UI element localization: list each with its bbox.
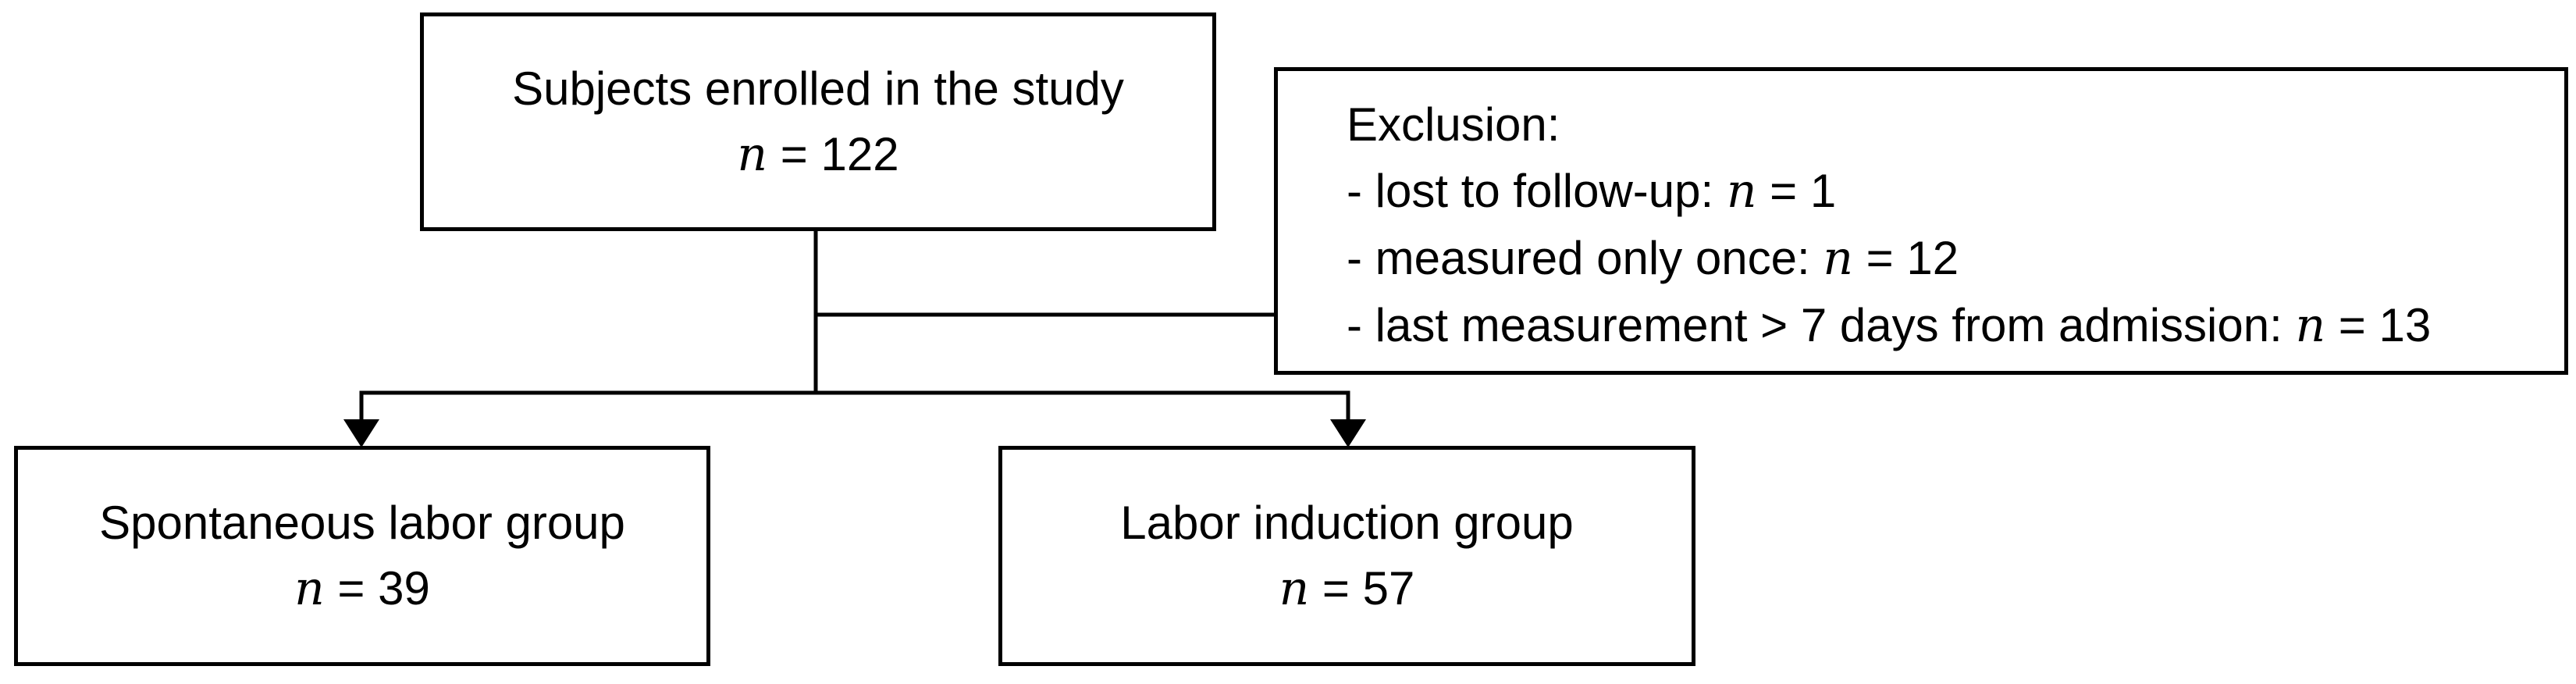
arrowhead-spontaneous: [343, 419, 379, 447]
enrolled-count: n = 122: [737, 122, 898, 187]
exclusion-item-measured-once: - measured only once: n = 12: [1347, 225, 2564, 292]
exclusion-item-count: = 13: [2325, 299, 2432, 351]
exclusion-item-count: = 1: [1756, 165, 1837, 217]
group-count: n = 39: [294, 556, 430, 622]
exclusion-box: Exclusion: - lost to follow-up: n = 1 - …: [1274, 67, 2568, 375]
group-count-value: = 39: [324, 562, 430, 615]
group-label: Spontaneous labor group: [99, 497, 625, 549]
exclusion-heading: Exclusion:: [1347, 98, 1560, 151]
group-count: n = 57: [1279, 556, 1415, 622]
induction-group-box: Labor induction group n = 57: [998, 446, 1695, 666]
n-symbol: n: [1279, 561, 1310, 616]
group-label: Labor induction group: [1120, 497, 1574, 549]
exclusion-item-label: - measured only once:: [1347, 232, 1823, 284]
spontaneous-group-box: Spontaneous labor group n = 39: [14, 446, 710, 666]
n-symbol: n: [1823, 231, 1853, 286]
enrolled-box: Subjects enrolled in the study n = 122: [420, 12, 1216, 231]
enrolled-count-value: = 122: [767, 128, 899, 180]
exclusion-item-label: - lost to follow-up:: [1347, 165, 1727, 217]
exclusion-item-late-measurement: - last measurement > 7 days from admissi…: [1347, 292, 2564, 359]
exclusion-item-count: = 12: [1852, 232, 1959, 284]
n-symbol: n: [737, 127, 768, 182]
n-symbol: n: [1726, 164, 1757, 219]
enrolled-label: Subjects enrolled in the study: [512, 62, 1124, 115]
group-count-value: = 57: [1309, 562, 1415, 615]
exclusion-item-label: - last measurement > 7 days from admissi…: [1347, 299, 2296, 351]
n-symbol: n: [294, 561, 325, 616]
n-symbol: n: [2295, 298, 2326, 353]
arrowhead-induction: [1330, 419, 1366, 447]
exclusion-item-lost-to-follow-up: - lost to follow-up: n = 1: [1347, 158, 2564, 225]
